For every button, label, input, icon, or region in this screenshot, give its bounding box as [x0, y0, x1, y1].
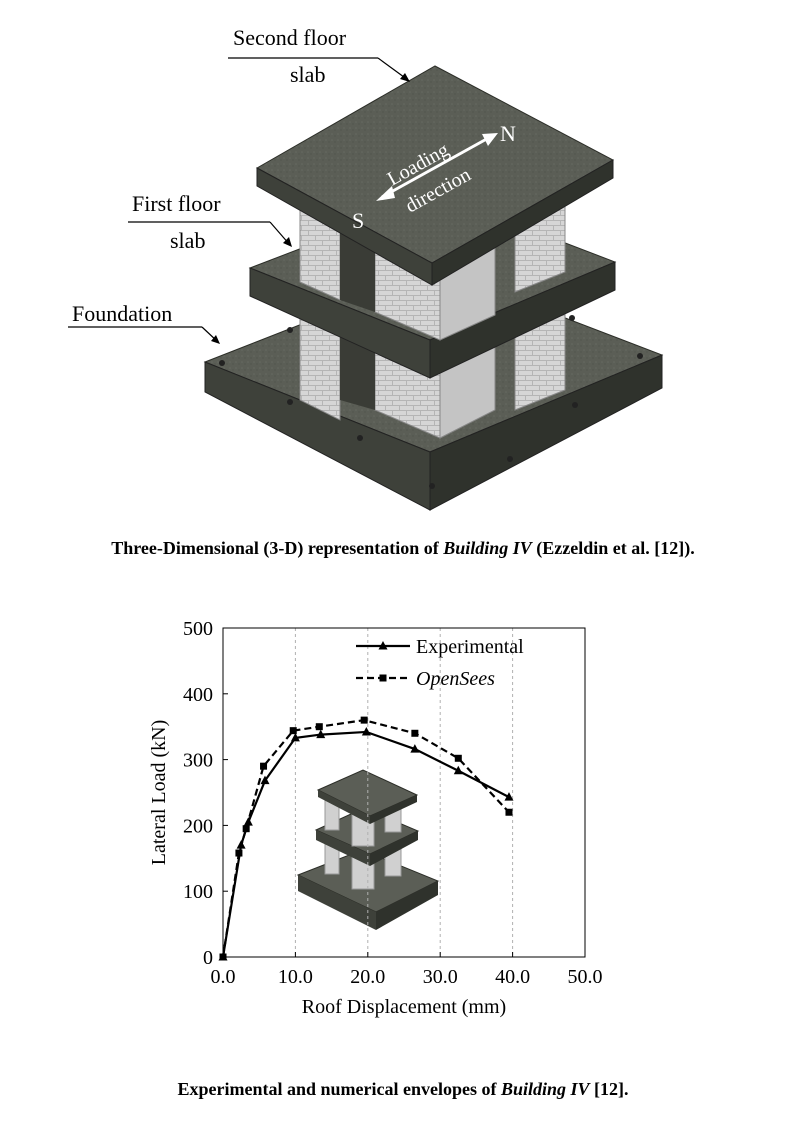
series-lines [218, 716, 514, 961]
data-point [360, 716, 368, 724]
y-tick-label: 100 [183, 881, 213, 903]
y-axis-label: Lateral Load (kN) [148, 720, 170, 865]
first-floor-slab-label: slab [170, 228, 205, 253]
y-tick-label: 500 [183, 618, 213, 640]
caption-text-end: (Ezzeldin et al. [12]). [531, 538, 695, 558]
x-tick-label: 40.0 [495, 966, 530, 988]
data-point [410, 744, 420, 753]
x-tick-label: 30.0 [423, 966, 458, 988]
figure1-caption: Three-Dimensional (3-D) representation o… [0, 538, 806, 559]
data-point [454, 754, 462, 762]
series-line-1 [221, 718, 510, 958]
callout-second-floor: Second floor slab [228, 25, 410, 87]
caption-emphasis: Building IV [443, 538, 532, 558]
data-point [504, 792, 514, 801]
x-tick-label: 20.0 [350, 966, 385, 988]
plot-frame [222, 627, 586, 958]
caption-text: Three-Dimensional (3-D) representation o… [111, 538, 444, 558]
caption-text-end: [12]. [589, 1079, 629, 1099]
legend-marker [379, 674, 387, 682]
data-point [289, 727, 297, 735]
data-point [219, 953, 227, 961]
x-tick-label: 50.0 [568, 966, 603, 988]
data-point [290, 732, 300, 742]
tick-labels: 0.0 10.0 20.0 30.0 40.0 50.0 0 100 200 300 400 500 [183, 618, 603, 988]
data-point [260, 775, 270, 785]
data-point [505, 808, 513, 816]
second-floor-slab-label: slab [290, 62, 325, 87]
data-point [235, 849, 243, 857]
x-axis-label: Roof Displacement (mm) [302, 996, 506, 1018]
y-tick-label: 400 [183, 684, 213, 706]
callout-first-floor: First floor slab [128, 191, 292, 253]
data-point [411, 729, 419, 737]
legend-label: OpenSees [416, 668, 495, 690]
caption-emphasis: Building IV [500, 1079, 590, 1099]
data-point [260, 762, 268, 770]
data-point [316, 729, 326, 739]
x-tick-label: 0.0 [211, 966, 236, 988]
data-point [315, 723, 323, 731]
second-floor-slab [255, 65, 615, 286]
building-3d-illustration: Loading direction N S Second floor slab … [68, 25, 664, 511]
first-floor-label: First floor [132, 191, 221, 216]
y-tick-label: 200 [183, 815, 213, 837]
data-point [242, 825, 250, 833]
figure2-caption: Experimental and numerical envelopes of … [0, 1079, 806, 1100]
legend-label: Experimental [416, 636, 524, 658]
caption-text: Experimental and numerical envelopes of [177, 1079, 501, 1099]
y-tick-label: 300 [183, 750, 213, 772]
north-label: N [500, 121, 516, 146]
second-floor-label: Second floor [233, 25, 347, 50]
foundation-label: Foundation [72, 301, 172, 326]
inset-building-image [296, 769, 440, 930]
data-point [361, 726, 371, 736]
x-tick-label: 10.0 [278, 966, 313, 988]
loading-direction-arrow [376, 133, 498, 201]
legend-marker [378, 641, 388, 650]
south-label: S [352, 208, 364, 233]
data-point [453, 765, 463, 775]
y-tick-label: 0 [203, 947, 213, 969]
callout-foundation: Foundation [68, 301, 220, 344]
